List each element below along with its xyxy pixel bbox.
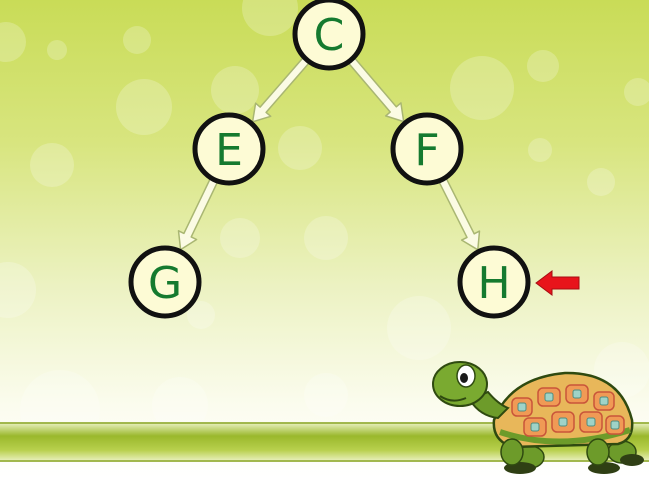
tree-node-f: F	[390, 112, 464, 186]
tree-node-g: G	[128, 245, 202, 319]
edge-arrow-c-f	[345, 55, 405, 123]
tree-node-label: F	[414, 125, 439, 176]
background-bubbles	[0, 0, 649, 450]
tree-node-circle	[192, 112, 266, 186]
tree-node-e: E	[192, 112, 266, 186]
tree-node-c: C	[292, 0, 366, 71]
red-arrow-icon	[535, 270, 580, 296]
tree-node-circle	[457, 245, 531, 319]
tree-node-circle	[390, 112, 464, 186]
tree-node-label: H	[477, 258, 510, 309]
edge-arrow-c-e	[251, 54, 312, 123]
node-layer: C E F G H	[128, 0, 531, 319]
tree-node-label: G	[148, 258, 182, 309]
tree-node-circle	[292, 0, 366, 71]
tree-node-label: E	[215, 125, 243, 176]
edge-arrow-f-h	[437, 175, 481, 251]
edge-layer	[177, 54, 481, 251]
turtle-icon	[432, 361, 644, 474]
tree-node-circle	[128, 245, 202, 319]
tree-node-h: H	[457, 245, 531, 319]
edge-arrow-e-g	[177, 175, 220, 251]
tree-node-label: C	[314, 10, 345, 61]
